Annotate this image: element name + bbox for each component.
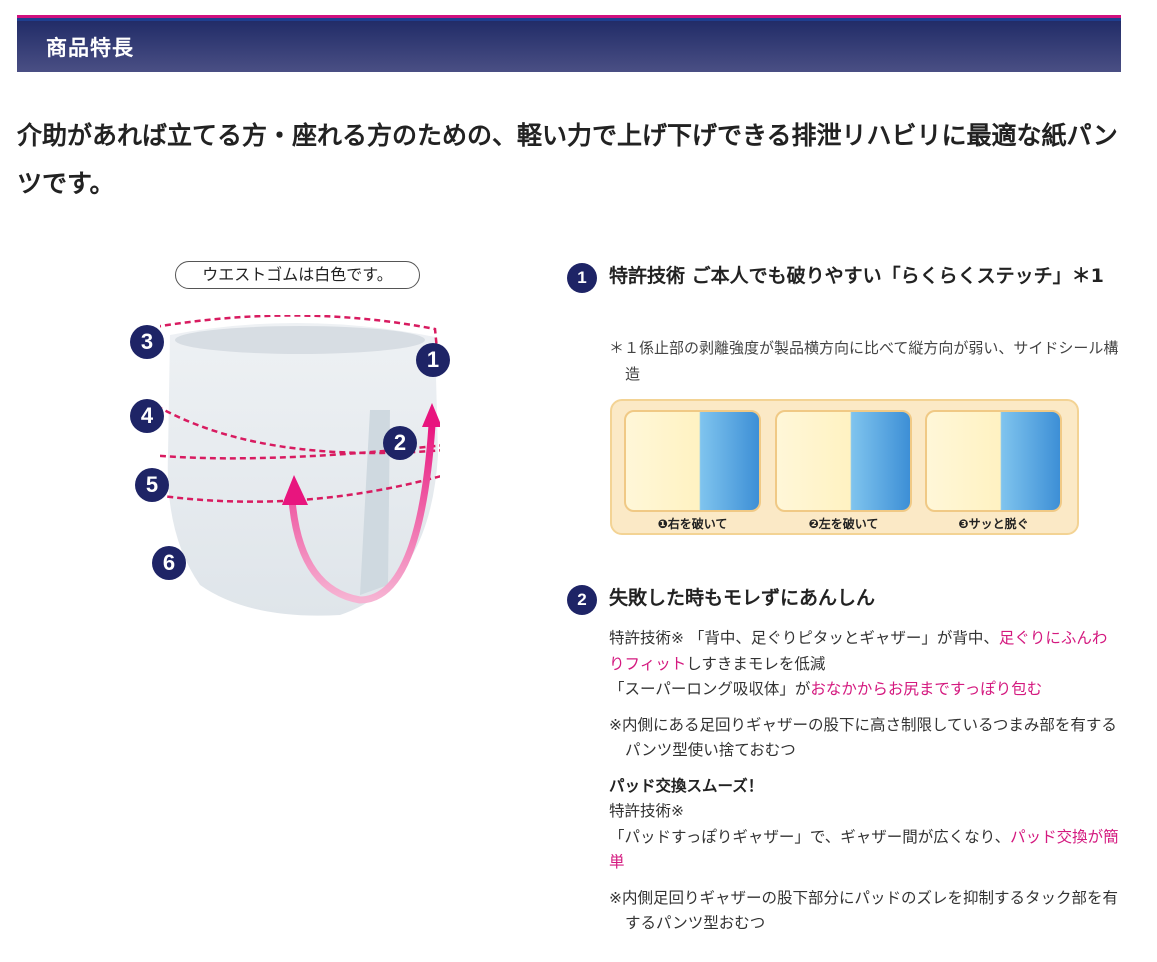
lead-text: 介助があれば立てる方・座れる方のための、軽い力で上げ下げできる排泄リハビリに最適…: [17, 121, 1118, 198]
step-1-label: ❶右を破いて: [657, 517, 728, 531]
feature-body: 特許技術※ 「背中、足ぐりピタッとギャザー」が背中、足ぐりにふんわりフィットしす…: [609, 626, 1119, 937]
subheading: パッド交換スムーズ！: [609, 776, 764, 795]
marker-1: 1: [416, 343, 450, 377]
marker-3: 3: [130, 325, 164, 359]
feature-number-badge: 1: [567, 263, 597, 293]
steps-illustration: ❶右を破いて ❷左を破いて ❸サッと脱ぐ: [610, 399, 1079, 535]
marker-2: 2: [383, 426, 417, 460]
step-2-label: ❷左を破いて: [808, 517, 879, 531]
marker-5: 5: [135, 468, 169, 502]
section-header: 商品特長: [17, 15, 1121, 72]
feature-note: ※内側足回りギャザーの股下部分にパッドのズレを抑制するタック部を有するパンツ型お…: [609, 888, 1118, 933]
body-text: 「スーパーロング吸収体」が: [609, 680, 811, 698]
feature-number-badge: 2: [567, 585, 597, 615]
feature-note: ※内側にある足回りギャザーの股下に高さ制限しているつまみ部を有するパンツ型使い捨…: [609, 715, 1117, 760]
body-text: しすきまモレを低減: [686, 654, 826, 673]
highlight-text: おなかからお尻まですっぽり包む: [810, 680, 1043, 698]
feature-footnote: ＊１係止部の剥離強度が製品横方向に比べて縦方向が弱い、サイドシール構造: [609, 339, 1119, 383]
highlight-text: パッド交換が簡単: [609, 827, 1119, 872]
highlight-text: 足ぐりにふんわりフィット: [609, 629, 1108, 673]
feature-title: 失敗した時もモレずにあんしん: [609, 587, 876, 609]
marker-4: 4: [130, 399, 164, 433]
feature-title: 特許技術 ご本人でも破りやすい「らくらくステッチ」＊1: [609, 265, 1104, 287]
marker-6: 6: [152, 546, 186, 580]
step-3-label: ❸サッと脱ぐ: [958, 517, 1029, 531]
waist-label: ウエストゴムは白色です。: [175, 261, 420, 289]
product-illustration: ウエストゴムは白色です。 1 2 3 4 5 6: [120, 255, 460, 635]
step-3-image: [925, 410, 1062, 512]
body-text: 「パッドすっぽりギャザー」で、ギャザー間が広くなり、: [609, 827, 1011, 846]
step-1-image: [624, 410, 761, 512]
section-title: 商品特長: [46, 36, 134, 60]
pants-image: [160, 315, 440, 616]
body-text: 特許技術※: [609, 802, 684, 820]
step-2-image: [775, 410, 912, 512]
body-text: 特許技術※ 「背中、足ぐりピタッとギャザー」が背中、: [609, 629, 999, 647]
